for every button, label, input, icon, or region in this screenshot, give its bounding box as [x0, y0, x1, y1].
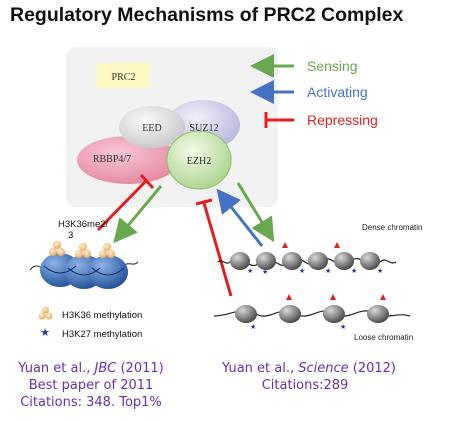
dense-nucleosome-2	[256, 252, 276, 270]
h3k36-legend-icon	[38, 312, 46, 320]
dense-red-mark-1	[282, 242, 288, 248]
citation-jbc-award: Best paper of 2011	[28, 378, 154, 393]
citation-jbc-year: (2011)	[116, 361, 164, 376]
ezh2-label: EZH2	[187, 156, 211, 167]
h3k36-methyl-cluster-3	[99, 243, 115, 258]
dense-nucleosome-4	[308, 252, 328, 270]
citation-jbc-count: Citations: 348. Top1%	[20, 395, 162, 410]
repressing-line-from-loose	[202, 202, 233, 297]
loose-nucleosome-4	[367, 305, 389, 323]
repressing-line-from-h3k36	[96, 179, 148, 232]
legend: Sensing Activating Repressing	[250, 54, 378, 128]
h3k36-tag-line2: 3	[68, 230, 73, 241]
citation-jbc-journal: JBC	[94, 361, 117, 376]
methylation-legend: H3K36 methylation ★ H3K27 methylation	[38, 306, 142, 340]
dense-chromatin-label: Dense chromatin	[362, 223, 422, 232]
eed-subunit	[119, 106, 185, 148]
loose-red-mark-1	[286, 294, 292, 300]
loose-red-mark-3	[380, 294, 386, 300]
figure-title: Regulatory Mechanisms of PRC2 Complex	[10, 4, 404, 26]
sensing-legend-label: Sensing	[307, 58, 358, 74]
svg-text:★: ★	[299, 267, 305, 275]
svg-text:★: ★	[247, 267, 253, 275]
citation-science-journal: Science	[298, 361, 349, 376]
h3k36-tag-line1: H3K36me2/	[58, 219, 109, 230]
loose-chromatin: ★ ★ Loose chromatin	[213, 294, 413, 342]
dense-nucleosome-3	[282, 252, 302, 270]
sensing-arrow-to-h3k36	[113, 185, 163, 244]
citation-science-prefix: Yuan et al.,	[222, 361, 299, 376]
repressing-legend-label: Repressing	[307, 112, 378, 128]
activating-arrow-from-dense	[216, 188, 264, 247]
svg-text:★: ★	[377, 267, 383, 275]
dense-nucleosome-1	[230, 252, 250, 270]
h3k36-legend-label: H3K36 methylation	[62, 310, 142, 321]
h3k36-nucleosome-array: H3K36me2/ 3	[29, 219, 139, 289]
suz12-label: SUZ12	[190, 123, 219, 134]
h3k27-star-icon: ★	[40, 327, 50, 339]
loose-nucleosome-3	[323, 305, 345, 323]
svg-text:★: ★	[250, 323, 256, 331]
citation-science-count: Citations:289	[261, 378, 349, 393]
loose-red-mark-2	[330, 294, 336, 300]
sensing-arrow-to-dense	[236, 182, 275, 243]
prc2-label: PRC2	[112, 72, 136, 83]
svg-text:★: ★	[340, 323, 346, 331]
ezh2-subunit	[166, 130, 232, 190]
citation-science: Yuan et al., Science (2012) Citations:28…	[222, 360, 396, 394]
dense-nucleosome-6	[360, 252, 380, 270]
repressing-bar-h3k36	[139, 173, 155, 190]
h3k27-legend-label: H3K27 methylation	[62, 329, 142, 340]
eed-label: EED	[142, 123, 161, 134]
citation-science-year: (2012)	[348, 361, 397, 376]
repressing-bar-loose	[195, 198, 213, 206]
activating-legend-label: Activating	[307, 84, 368, 100]
h3k36-methyl-cluster-1	[49, 241, 65, 256]
loose-nucleosome-2	[279, 305, 301, 323]
svg-text:★: ★	[325, 267, 331, 275]
svg-text:★: ★	[262, 268, 268, 276]
dense-chromatin: Dense chromatin ★ ★ ★ ★ ★ ★	[217, 223, 422, 276]
h3k36-methyl-cluster-2	[75, 243, 91, 258]
nucleosome-blue-3	[88, 255, 128, 289]
citation-jbc: Yuan et al., JBC (2011) Best paper of 20…	[0, 360, 182, 411]
rbbp47-label: RBBP4/7	[93, 154, 131, 165]
prc2-label-box	[97, 63, 150, 88]
dense-nucleosome-5	[334, 252, 354, 270]
rbbp47-subunit	[77, 136, 179, 184]
svg-text:★: ★	[351, 267, 357, 275]
citation-jbc-prefix: Yuan et al.,	[18, 361, 95, 376]
loose-nucleosome-1	[235, 305, 257, 323]
loose-chromatin-label: Loose chromatin	[354, 333, 413, 342]
dense-red-mark-2	[334, 242, 340, 248]
